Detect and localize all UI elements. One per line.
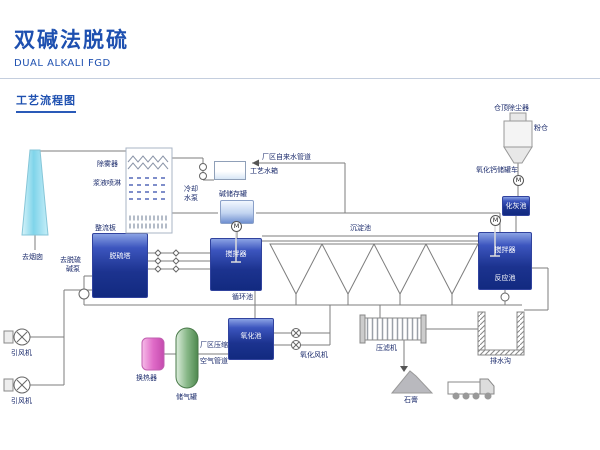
label-slaking-pool: 化灰池 — [505, 202, 527, 210]
page-title: 双碱法脱硫 — [14, 28, 129, 52]
label-id-fan-bottom: 引风机 — [11, 397, 32, 405]
label-agitator-left: 搅拌器 — [225, 250, 247, 258]
alkali-storage-tank — [220, 200, 254, 224]
label-lime-tank-truck: 氧化钙储罐车 — [476, 166, 518, 174]
label-tower: 脱硫塔 — [109, 252, 131, 260]
label-powder-silo: 粉仓 — [534, 124, 548, 132]
heat-exchanger-shape — [141, 337, 165, 371]
label-reaction-pool: 反应池 — [494, 274, 516, 282]
label-cooling-1: 冷却 — [184, 185, 198, 193]
oxidation-pool-tank — [228, 318, 274, 360]
chimney-shape — [21, 149, 49, 236]
label-sedimentation-pool: 沉淀池 — [350, 224, 371, 232]
reaction-pool-tank — [478, 232, 532, 290]
label-slurry-spray: 浆液喷淋 — [93, 179, 121, 187]
tower-column — [125, 147, 173, 234]
motor-circulation: M — [231, 221, 242, 232]
label-oxidation-fan: 氧化风机 — [300, 351, 328, 359]
label-rectifier-plate: 整流板 — [95, 224, 116, 232]
gas-holder-shape — [175, 327, 199, 389]
oxidation-fan-icons — [291, 328, 301, 350]
demister-zigzag — [127, 155, 169, 163]
label-oxidation-pool: 氧化池 — [240, 332, 262, 340]
desulfurization-tower-tank — [92, 233, 148, 298]
valve-icons — [154, 249, 180, 273]
label-to-chimney: 去烟囱 — [22, 253, 43, 261]
label-heat-exchanger: 换热器 — [136, 374, 157, 382]
label-process-water-tank: 工艺水箱 — [250, 167, 278, 175]
label-agitator-right: 搅拌器 — [494, 246, 516, 254]
silo-dust-collector-box — [509, 112, 527, 122]
motor-reaction: M — [490, 215, 501, 226]
rectifier-plates — [129, 215, 169, 229]
label-gypsum: 石膏 — [404, 396, 418, 404]
flow-arrows — [252, 159, 408, 372]
agitator-shafts — [231, 226, 500, 263]
process-water-tank-box — [214, 161, 246, 180]
label-silo-dust-collector: 仓顶除尘器 — [494, 104, 529, 112]
label-compressed-air-1: 厂区压缩 — [200, 341, 228, 349]
label-circulation-pool: 循环池 — [232, 293, 253, 301]
drain-ditch-shape — [477, 311, 525, 356]
label-drain-ditch: 排水沟 — [490, 357, 511, 365]
id-fan-icons — [3, 328, 31, 394]
label-gas-holder: 储气罐 — [176, 393, 197, 401]
gypsum-pile-shape — [390, 370, 434, 394]
powder-silo-shape — [503, 112, 533, 164]
label-tap-water-pipe: 厂区自来水管道 — [262, 153, 311, 161]
label-alkali-storage-tank: 碱储存罐 — [219, 190, 247, 198]
label-to-pump-1: 去脱硫 — [60, 256, 81, 264]
header-divider — [0, 78, 600, 79]
label-cooling-2: 水泵 — [184, 194, 198, 202]
section-title: 工艺流程图 — [16, 92, 76, 113]
label-demister: 除雾器 — [97, 160, 118, 168]
label-to-pump-2: 碱泵 — [66, 265, 80, 273]
header: 双碱法脱硫 DUAL ALKALI FGD — [14, 24, 129, 69]
motor-silo: M — [513, 175, 524, 186]
sedimentation-hoppers — [269, 243, 479, 305]
label-filter-press: 压滤机 — [376, 344, 397, 352]
filter-press-shape — [359, 314, 427, 344]
page-subtitle: DUAL ALKALI FGD — [14, 58, 111, 69]
label-id-fan-top: 引风机 — [11, 349, 32, 357]
label-compressed-air-2: 空气管道 — [200, 357, 228, 365]
spray-nozzles — [129, 177, 169, 200]
pump-icons — [78, 163, 510, 302]
slaking-pool-tank — [502, 196, 530, 216]
truck-shape — [447, 378, 495, 400]
